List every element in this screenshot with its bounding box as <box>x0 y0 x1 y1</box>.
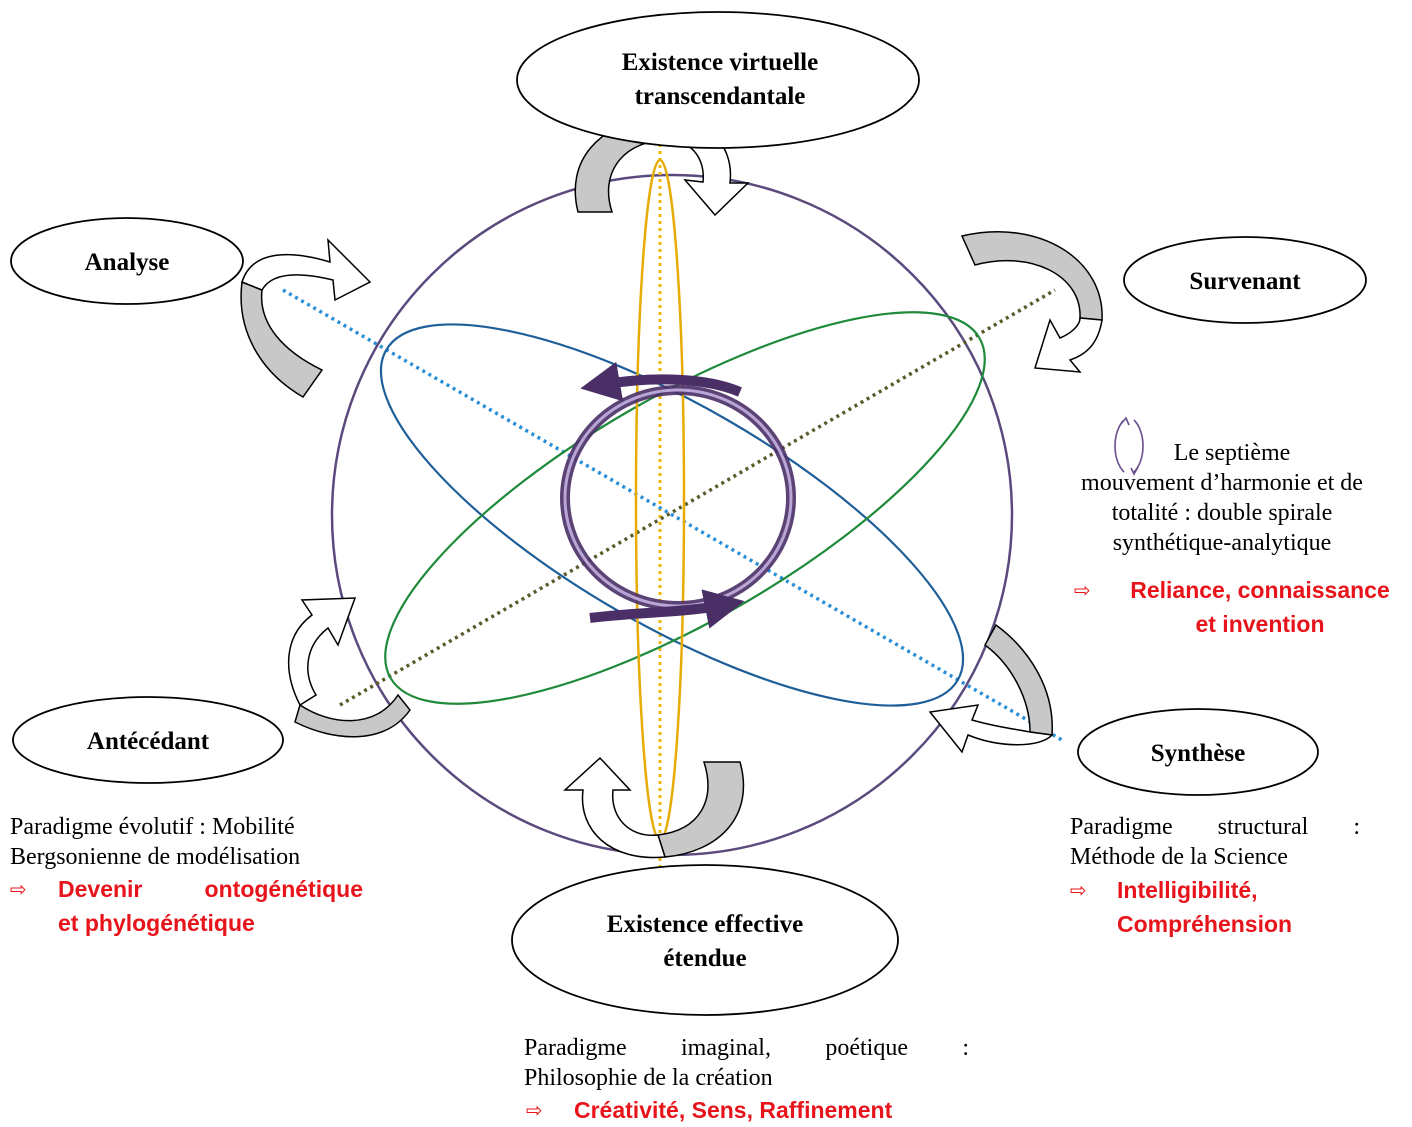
double-spiral-icon <box>1114 416 1144 476</box>
structural-result-line-2: Compréhension <box>1117 911 1293 937</box>
seventh-result-line-1: Reliance, connaissance <box>1130 577 1390 603</box>
seventh-result: Reliance, connaissance et invention <box>1115 573 1405 641</box>
node-ellipse-analyse <box>10 217 244 305</box>
node-ellipse-survenant <box>1123 236 1367 324</box>
imaginal-line-2: Philosophie de la création <box>524 1065 773 1091</box>
swirl-arrow-survenant <box>960 231 1103 373</box>
swirl-arrow-bottom <box>563 756 745 859</box>
structural-text: Paradigme structural : Méthode de la Sci… <box>1070 812 1360 872</box>
evolutif-result-line-1: Devenir ontogénétique <box>58 876 363 902</box>
evolutif-line-2: Bergsonienne de modélisation <box>10 844 301 870</box>
structural-result: Intelligibilité, Compréhension <box>1117 873 1367 941</box>
node-label-bottom-2: étendue <box>663 945 746 972</box>
evolutif-result: Devenir ontogénétique et phylogénétique <box>58 872 363 940</box>
evolutif-line-1: Paradigme évolutif : Mobilité <box>10 814 295 840</box>
node-ellipse-antecedant <box>12 696 284 784</box>
node-label-survenant: Survenant <box>1189 268 1301 295</box>
node-ellipse-top <box>516 11 920 149</box>
structural-result-line-1: Intelligibilité, <box>1117 877 1258 903</box>
structural-line-1: Paradigme structural : <box>1070 814 1360 840</box>
swirl-arrow-analyse <box>240 238 372 398</box>
structural-line-2: Méthode de la Science <box>1070 844 1288 870</box>
node-label-analyse: Analyse <box>85 249 170 276</box>
double-spiral <box>560 361 796 629</box>
node-label-antecedant: Antécédant <box>87 728 210 755</box>
node-label-bottom-1: Existence effective <box>607 911 803 938</box>
seventh-result-line-2: et invention <box>1195 611 1325 637</box>
node-label-top-2: transcendantale <box>635 83 806 110</box>
blue-diagonal-axis <box>282 288 1063 742</box>
imaginal-text: Paradigme imaginal, poétique : Philosoph… <box>524 1033 969 1093</box>
swirl-arrow-antecedant <box>288 597 411 738</box>
olive-diagonal-axis <box>339 288 1056 707</box>
node-ellipse-bottom <box>511 864 899 1016</box>
evolutif-result-line-2: et phylogénétique <box>58 910 255 936</box>
result-arrow-icon: ⇨ <box>10 877 27 901</box>
node-ellipse-synthese <box>1077 708 1319 796</box>
node-label-synthese: Synthèse <box>1151 740 1245 767</box>
evolutif-text: Paradigme évolutif : Mobilité Bergsonien… <box>10 812 363 872</box>
imaginal-result-line-1: Créativité, Sens, Raffinement <box>574 1097 893 1123</box>
seventh-line-3: totalité : double spirale <box>1111 500 1333 526</box>
result-arrow-icon: ⇨ <box>1074 578 1091 602</box>
seventh-line-4: synthétique-analytique <box>1112 530 1332 556</box>
imaginal-line-1: Paradigme imaginal, poétique : <box>524 1035 969 1061</box>
swirl-arrow-synthese <box>928 623 1054 754</box>
seventh-line-2: mouvement d’harmonie et de <box>1081 470 1363 496</box>
result-arrow-icon: ⇨ <box>526 1098 543 1122</box>
blue-orbit-ellipse <box>379 323 965 707</box>
yellow-orbit-ellipse <box>634 158 686 842</box>
seventh-movement-text: Le septième mouvement d’harmonie et de t… <box>1052 438 1392 558</box>
node-label-top-1: Existence virtuelle <box>622 49 818 76</box>
result-arrow-icon: ⇨ <box>1070 878 1087 902</box>
seventh-line-1: Le septième <box>1173 440 1291 466</box>
imaginal-result: Créativité, Sens, Raffinement <box>574 1093 954 1127</box>
